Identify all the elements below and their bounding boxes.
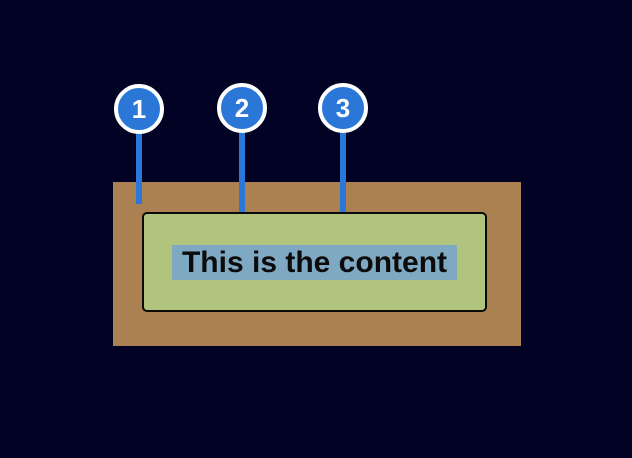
callout-stem-padding [340, 115, 346, 233]
callout-1-number: 1 [131, 93, 147, 124]
callout-3-number: 3 [335, 92, 351, 123]
callout-stem-border [239, 115, 245, 215]
callout-stem-margin [136, 115, 142, 204]
callout-2-border: 2 [217, 83, 267, 133]
callout-1-margin: 1 [114, 84, 164, 134]
callout-3-padding: 3 [318, 83, 368, 133]
callout-2-number: 2 [234, 92, 250, 123]
content-text: This is the content [171, 244, 458, 280]
padding-box: This is the content [142, 212, 487, 312]
